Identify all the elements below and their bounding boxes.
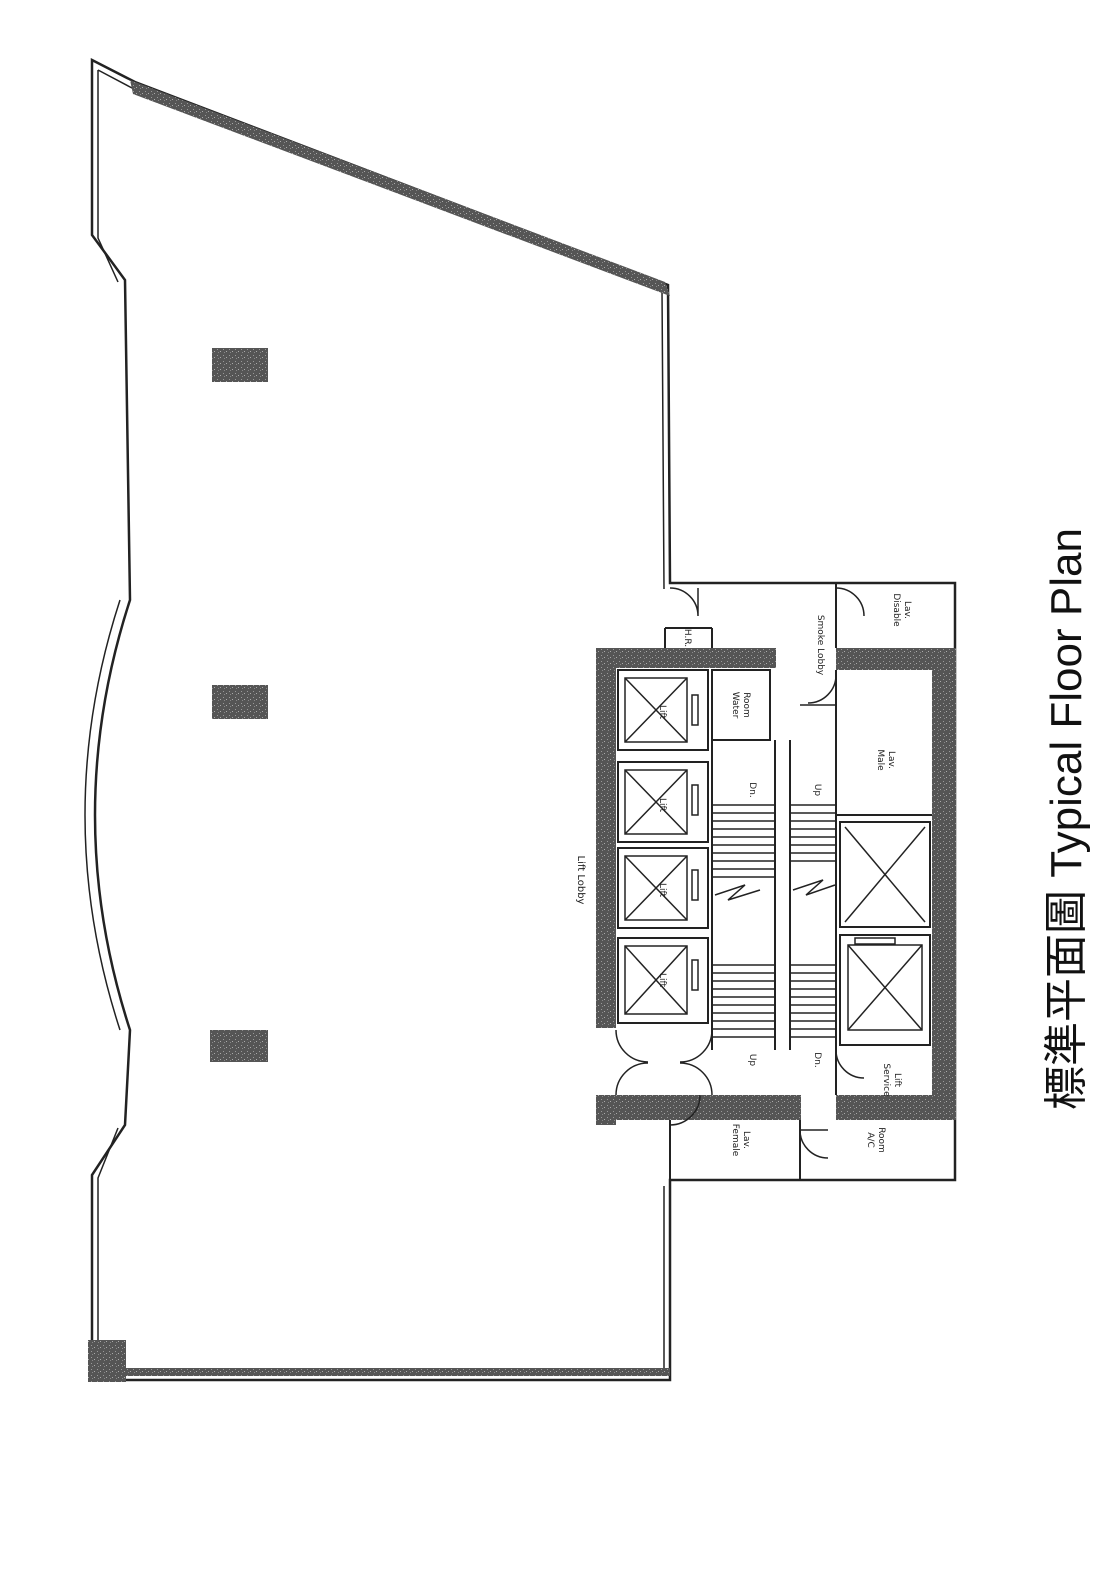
lift-label: Lift [657, 883, 667, 898]
column-2 [212, 685, 268, 719]
male-lav-label: Male [875, 749, 885, 771]
lift-car [617, 761, 709, 843]
stair-up-label: Up [747, 1054, 757, 1067]
lift-car [617, 847, 709, 929]
room-labels: Lift Lobby Smoke Lobby Disable Lav. Wate… [575, 593, 912, 1156]
lift-label: Lift [657, 973, 667, 988]
staircase [712, 804, 836, 1038]
lift-lobby-label: Lift Lobby [575, 856, 586, 905]
passenger-lifts [617, 669, 931, 1046]
column-3 [210, 1030, 268, 1062]
doors [615, 587, 865, 1159]
ac-room-label-2: Room [876, 1127, 886, 1153]
lift-label: Lift [657, 705, 667, 720]
smoke-lobby-label: Smoke Lobby [815, 615, 825, 676]
core-walls [596, 648, 956, 1125]
lift-label: Lift [657, 798, 667, 813]
disable-lav-label-2: Lav. [902, 601, 912, 619]
curtain-wall-bottom [120, 1368, 670, 1376]
female-lav-label-2: Lav. [741, 1131, 751, 1149]
lift-car-service [839, 934, 931, 1046]
service-lift-label: Service [881, 1063, 891, 1097]
curtain-wall-top [130, 80, 670, 296]
column-1 [212, 348, 268, 382]
plan-title: 標準平面圖 Typical Floor Plan [1042, 528, 1091, 1110]
service-lift-label-2: Lift [892, 1073, 902, 1088]
male-lav-label-2: Lav. [886, 751, 896, 769]
lift-car [617, 937, 709, 1024]
ac-room-label: A/C [865, 1132, 875, 1147]
hr-label: H.R. [682, 629, 692, 647]
lift-car [617, 669, 709, 751]
disable-lav-label: Disable [891, 593, 901, 627]
lift-car-large [839, 821, 931, 928]
water-room-label: Water [730, 692, 740, 719]
stair-dn-label: Dn. [812, 1052, 822, 1068]
stair-up-label: Up [812, 784, 822, 797]
core-partitions [664, 583, 932, 1180]
stair-dn-label: Dn. [747, 782, 757, 798]
female-lav-label: Female [730, 1124, 740, 1157]
building-outline [84, 57, 957, 1382]
water-room-label-2: Room [741, 692, 751, 718]
corner-column [88, 1340, 126, 1382]
